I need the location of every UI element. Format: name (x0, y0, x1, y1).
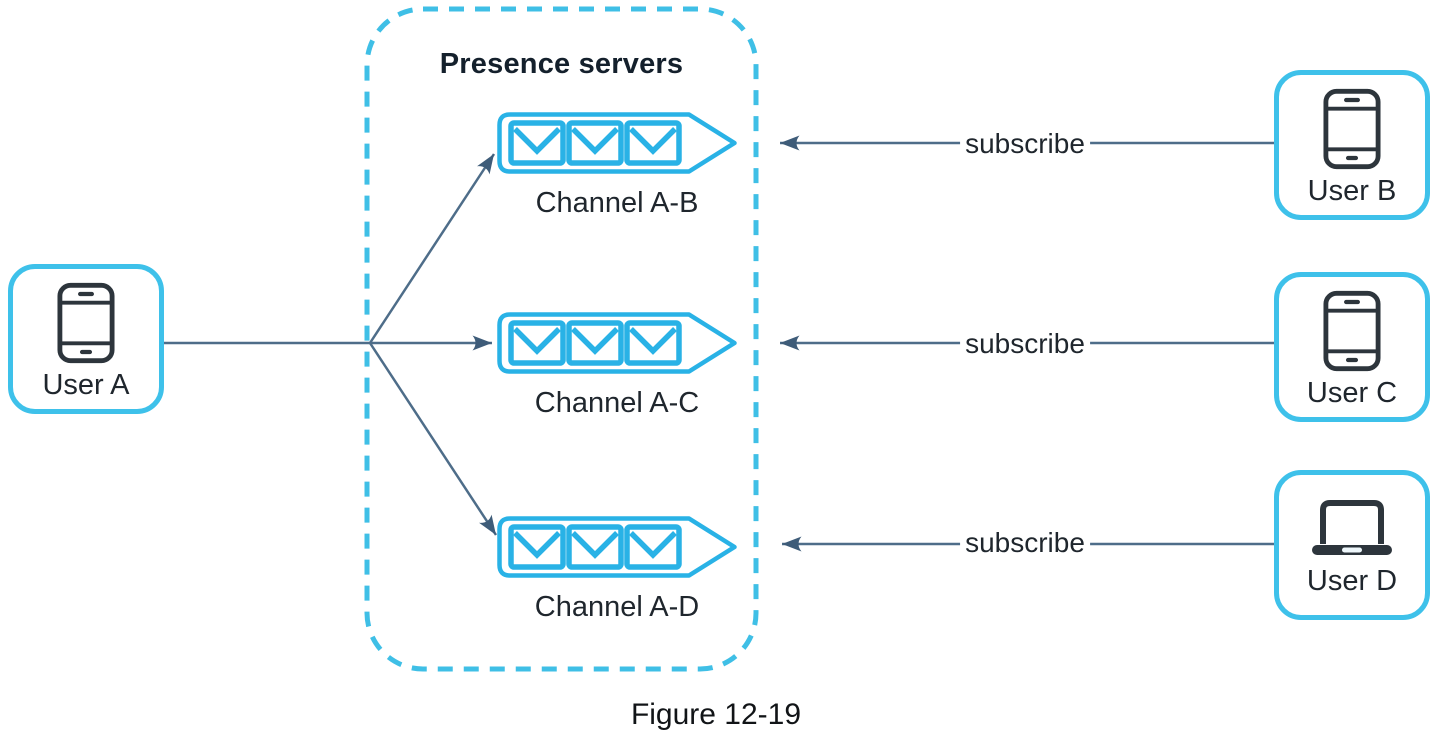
publish-line-channel-ab (368, 153, 496, 344)
presence-servers-title: Presence servers (439, 48, 684, 80)
user-label: User D (1306, 565, 1398, 597)
envelope-icon (566, 120, 624, 166)
envelope-icon (624, 524, 682, 570)
message-queue-icon (497, 312, 737, 374)
presence-servers-boundary (364, 6, 759, 672)
envelope-icon (566, 320, 624, 366)
smartphone-icon (57, 282, 115, 364)
channel-a-c: Channel A-C (497, 312, 737, 420)
user-c-box: User C (1274, 272, 1430, 422)
user-d-box: User D (1274, 470, 1430, 620)
channel-a-b: Channel A-B (497, 112, 737, 220)
user-b-box: User B (1274, 70, 1430, 220)
envelope-icon (624, 320, 682, 366)
message-queue-icon (497, 112, 737, 174)
envelope-icon (508, 120, 566, 166)
subscribe-label: subscribe (960, 328, 1090, 360)
user-a-box: User A (8, 264, 164, 414)
message-queue-icon (497, 516, 737, 578)
envelope-icon (566, 524, 624, 570)
envelope-icon (508, 320, 566, 366)
envelope-icon (624, 120, 682, 166)
channel-a-d: Channel A-D (497, 516, 737, 624)
channel-label: Channel A-B (535, 187, 699, 219)
subscribe-label: subscribe (960, 527, 1090, 559)
publish-line-channel-ad (368, 342, 498, 536)
figure-caption: Figure 12-19 (630, 698, 802, 731)
smartphone-icon (1323, 290, 1381, 372)
channel-label: Channel A-C (534, 387, 700, 419)
smartphone-icon (1323, 88, 1381, 170)
envelope-icon (508, 524, 566, 570)
user-label: User A (42, 369, 130, 401)
subscribe-label: subscribe (960, 128, 1090, 160)
user-label: User C (1306, 377, 1398, 409)
channel-label: Channel A-D (534, 591, 700, 623)
user-label: User B (1307, 175, 1397, 207)
laptop-icon (1312, 500, 1392, 555)
